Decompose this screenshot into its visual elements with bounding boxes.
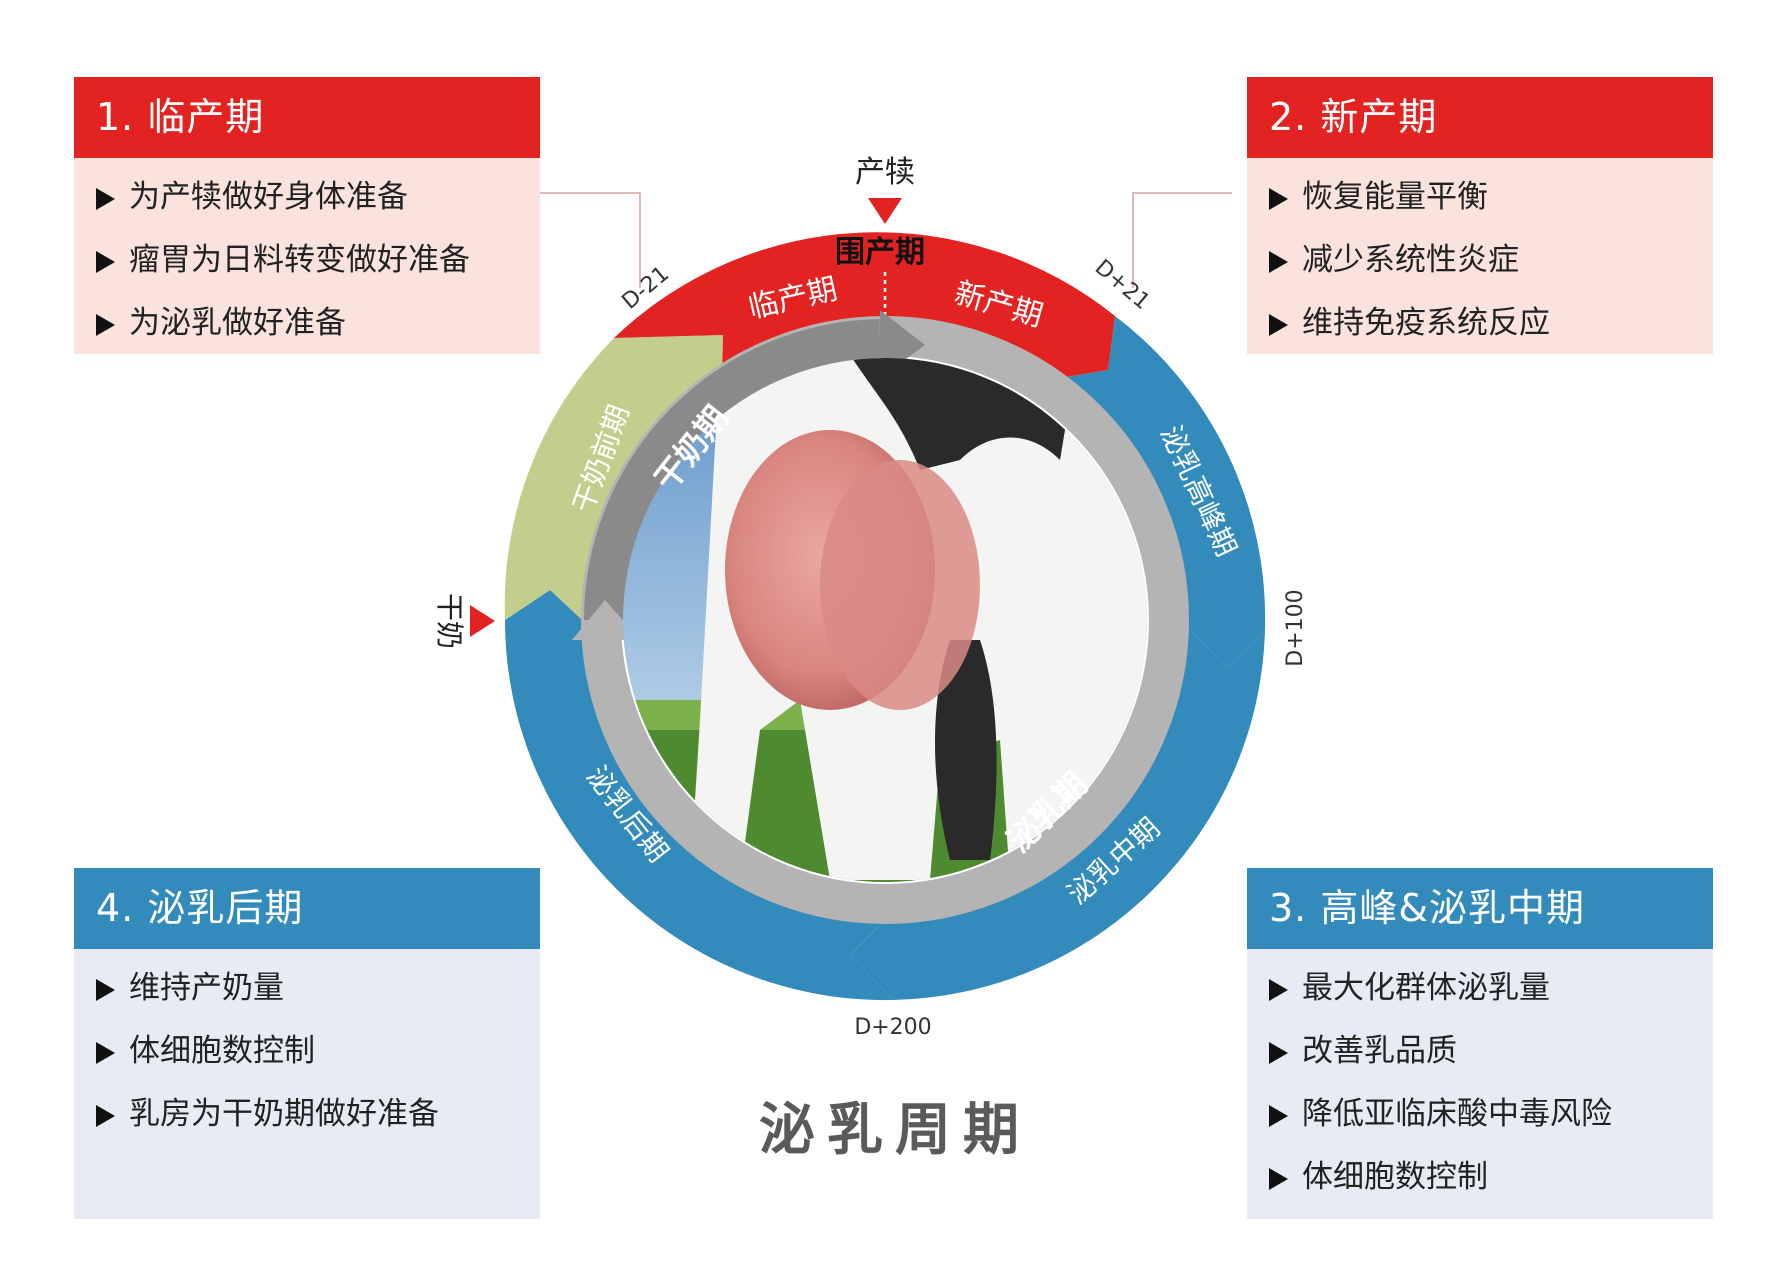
- panel-peak-mid: 3. 高峰&泌乳中期 最大化群体泌乳量 改善乳品质 降低亚临床酸中毒风险 体细胞…: [1247, 868, 1713, 1219]
- panel-fresh: 2. 新产期 恢复能量平衡 减少系统性炎症 维持免疫系统反应: [1247, 77, 1713, 354]
- inner-ring-dry: [584, 319, 881, 621]
- triangle-bullet-icon: [1269, 1042, 1288, 1064]
- panel-title: 1. 临产期: [74, 77, 540, 158]
- cycle-title: 泌乳周期: [759, 1098, 1031, 1163]
- triangle-bullet-icon: [1269, 979, 1288, 1001]
- triangle-bullet-icon: [96, 188, 115, 210]
- panel-title: 3. 高峰&泌乳中期: [1247, 868, 1713, 949]
- calving-label: 产犊: [855, 155, 915, 190]
- triangle-bullet-icon: [1269, 251, 1288, 273]
- triangle-bullet-icon: [96, 251, 115, 273]
- list-item: 改善乳品质: [1269, 1020, 1713, 1083]
- list-item: 减少系统性炎症: [1269, 229, 1713, 292]
- panel-title: 4. 泌乳后期: [74, 868, 540, 949]
- panel-list: 维持产奶量 体细胞数控制 乳房为干奶期做好准备: [74, 949, 540, 1219]
- list-item: 维持免疫系统反应: [1269, 292, 1713, 355]
- list-item: 乳房为干奶期做好准备: [96, 1083, 540, 1146]
- panel-list: 为产犊做好身体准备 瘤胃为日料转变做好准备 为泌乳做好准备: [74, 158, 540, 354]
- panel-list: 恢复能量平衡 减少系统性炎症 维持免疫系统反应: [1247, 158, 1713, 354]
- triangle-bullet-icon: [96, 1042, 115, 1064]
- day-label-d-plus-200: D+200: [854, 1015, 931, 1040]
- segment-lactation-late: [505, 590, 893, 1001]
- panel-title: 2. 新产期: [1247, 77, 1713, 158]
- dry-off-marker-icon: [470, 605, 495, 637]
- triangle-bullet-icon: [96, 314, 115, 336]
- list-item: 降低亚临床酸中毒风险: [1269, 1083, 1713, 1146]
- panel-late: 4. 泌乳后期 维持产奶量 体细胞数控制 乳房为干奶期做好准备: [74, 868, 540, 1219]
- triangle-bullet-icon: [1269, 188, 1288, 210]
- calving-marker-icon: [868, 198, 902, 224]
- connector-line: [1132, 192, 1232, 288]
- panel-close-up: 1. 临产期 为产犊做好身体准备 瘤胃为日料转变做好准备 为泌乳做好准备: [74, 77, 540, 354]
- dry-off-label: 干奶: [433, 593, 466, 649]
- triangle-bullet-icon: [96, 979, 115, 1001]
- cow-udder-photo: [623, 358, 1147, 882]
- triangle-bullet-icon: [1269, 314, 1288, 336]
- arrow-head-icon: [572, 600, 640, 640]
- triangle-bullet-icon: [1269, 1105, 1288, 1127]
- list-item: 瘤胃为日料转变做好准备: [96, 229, 540, 292]
- segment-label-transition: 围产期: [835, 235, 925, 270]
- list-item: 维持产奶量: [96, 957, 540, 1020]
- triangle-bullet-icon: [1269, 1168, 1288, 1190]
- list-item: 恢复能量平衡: [1269, 166, 1713, 229]
- list-item: 最大化群体泌乳量: [1269, 957, 1713, 1020]
- list-item: 为泌乳做好准备: [96, 292, 540, 355]
- list-item: 为产犊做好身体准备: [96, 166, 540, 229]
- segment-lactation-mid: [850, 622, 1265, 1000]
- segment-lactation-peak: [1060, 316, 1266, 668]
- list-item: 体细胞数控制: [96, 1020, 540, 1083]
- panel-list: 最大化群体泌乳量 改善乳品质 降低亚临床酸中毒风险 体细胞数控制: [1247, 949, 1713, 1219]
- connector-line: [540, 192, 641, 288]
- triangle-bullet-icon: [96, 1105, 115, 1127]
- day-label-d-plus-100: D+100: [1283, 589, 1308, 666]
- list-item: 体细胞数控制: [1269, 1146, 1713, 1209]
